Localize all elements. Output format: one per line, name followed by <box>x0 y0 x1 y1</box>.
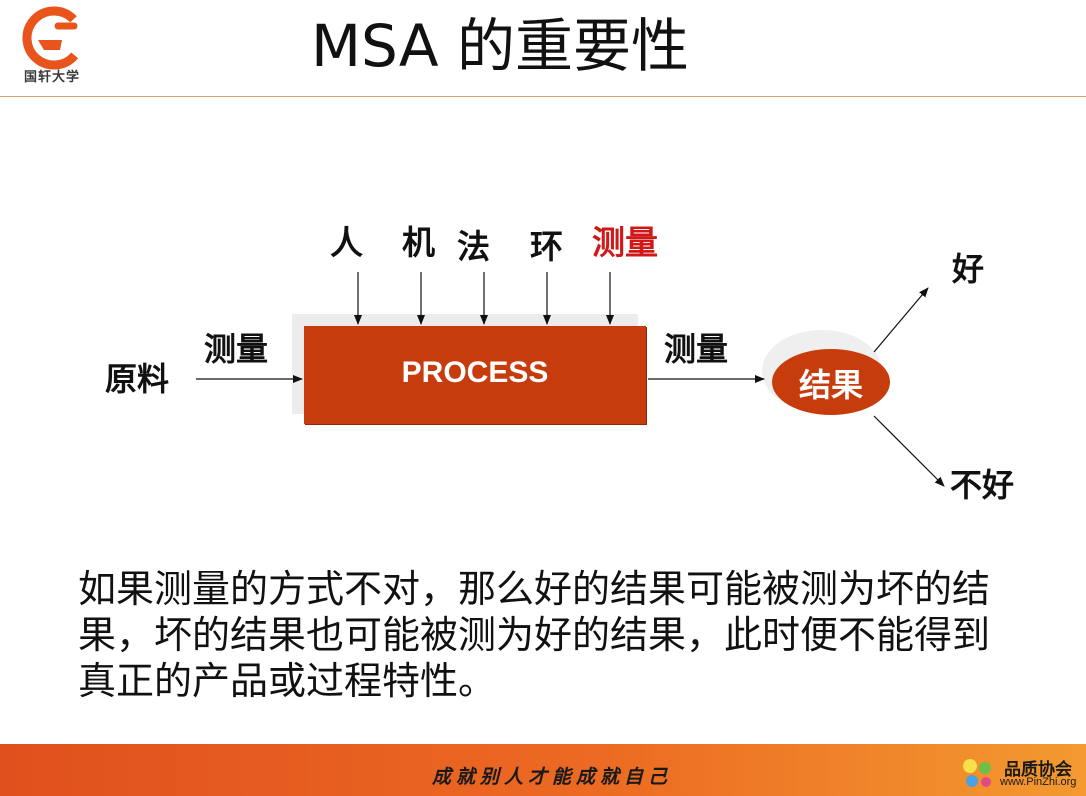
good-label: 好 <box>952 250 985 288</box>
arrow-bad <box>873 415 945 487</box>
footer-bar <box>0 744 1086 796</box>
factor-environment: 环 <box>530 227 563 266</box>
association-url[interactable]: www.PinZhi.org <box>1000 776 1077 788</box>
factor-measurement: 测量 <box>592 223 658 262</box>
header-divider <box>0 96 1086 97</box>
body-paragraph: 如果测量的方式不对，那么好的结果可能被测为坏的结果，坏的结果也可能被测为好的结果… <box>78 567 991 703</box>
factor-man: 人 <box>330 223 363 262</box>
factor-machine: 机 <box>402 223 435 262</box>
process-label: PROCESS <box>401 356 549 389</box>
footer-slogan: 成就别人才能成就自己 <box>432 766 673 788</box>
association-logo-icon <box>963 759 991 787</box>
input-label: 原料 <box>105 360 170 398</box>
logo-icon <box>22 6 86 70</box>
logo-text: 国轩大学 <box>23 70 80 85</box>
bad-label: 不好 <box>950 466 1015 504</box>
arrow-good <box>873 287 929 353</box>
result-ellipse <box>772 349 890 415</box>
page-title: MSA 的重要性 <box>310 12 690 80</box>
result-label: 结果 <box>798 366 863 404</box>
factor-method: 法 <box>457 227 490 266</box>
process-box <box>304 326 646 424</box>
output-measure-label: 测量 <box>664 330 729 368</box>
input-measure-label: 测量 <box>204 330 269 368</box>
association-name: 品质协会 <box>1004 760 1072 780</box>
